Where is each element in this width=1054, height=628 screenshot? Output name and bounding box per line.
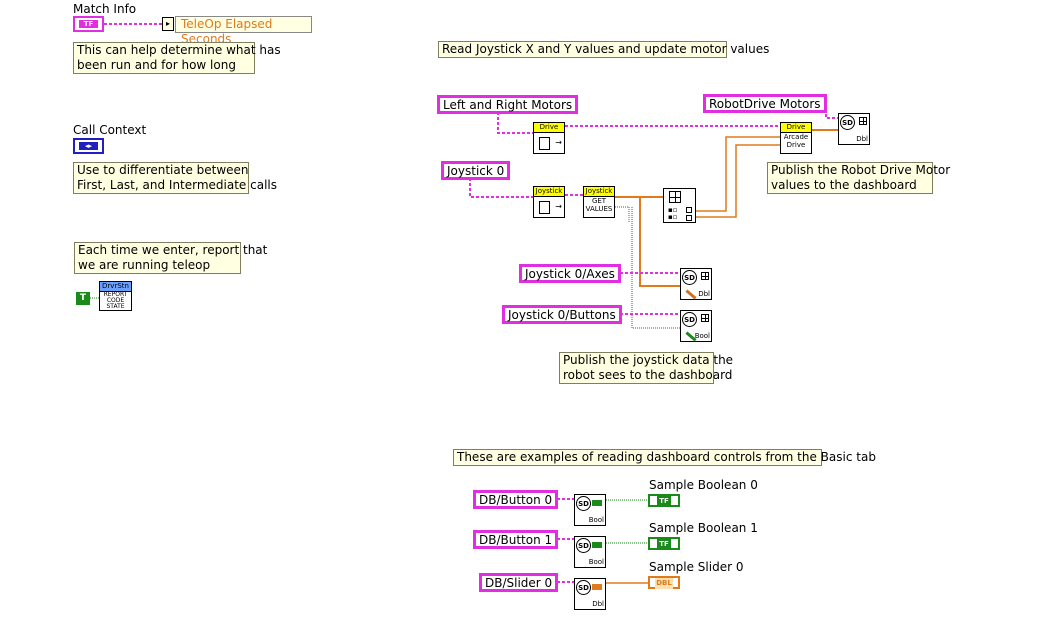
drvrstn-body: REPORT CODE STATE	[103, 291, 128, 310]
joystick-get-values-vi[interactable]: Joystick GET VALUES	[583, 186, 615, 218]
wire-y-axis	[696, 144, 780, 218]
sd-put-buttons-bool[interactable]: SD Bool	[680, 310, 712, 342]
joystick-get-values-body: GET VALUES	[585, 197, 613, 213]
sample-boolean0-indicator[interactable]: TF	[648, 494, 680, 507]
sample-boolean1-text: TF	[657, 539, 671, 550]
index-array-node[interactable]: ▪▫ ▪▫	[663, 188, 696, 223]
drive-get-vi[interactable]: Drive →	[533, 122, 565, 154]
sd-type-label: Bool	[588, 516, 604, 524]
sd-type-label: Bool	[694, 332, 710, 340]
call-context-label: Call Context	[73, 123, 147, 137]
joystick-get-vi[interactable]: Joystick →	[533, 186, 565, 218]
sd-icon: SD	[682, 270, 697, 285]
arrow-icon: →	[555, 202, 562, 211]
sd-icon: SD	[682, 312, 697, 327]
document-icon	[539, 201, 550, 214]
sd-put-drive-dbl[interactable]: SD Dbl	[838, 113, 870, 145]
enum-icon: ◂▸	[79, 142, 98, 150]
output-icon	[686, 207, 692, 213]
note-publish-drive: Publish the Robot Drive Motor values to …	[767, 162, 950, 194]
array-icon	[701, 272, 709, 280]
drive-get-header: Drive	[534, 123, 564, 133]
sd-type-label: Dbl	[698, 290, 710, 298]
sd-type-label: Dbl	[592, 600, 604, 608]
arrow-icon: →	[555, 138, 562, 147]
const-joystick0-buttons[interactable]: Joystick 0/Buttons	[502, 305, 622, 324]
index-terminal-icon: ▪▫	[668, 206, 678, 214]
array-icon	[701, 314, 709, 322]
sample-slider0-text: DBL	[655, 578, 673, 589]
output-icon	[686, 215, 692, 221]
note-publish-joystick: Publish the joystick data the robot sees…	[559, 352, 733, 384]
drvrstn-report-vi[interactable]: DrvrStn REPORT CODE STATE	[99, 281, 132, 311]
call-context-terminal[interactable]: ◂▸	[73, 138, 104, 154]
teleop-elapsed-seconds: TeleOp Elapsed Seconds	[175, 16, 312, 46]
pencil-icon	[685, 289, 697, 300]
sample-boolean1-label: Sample Boolean 1	[649, 521, 758, 535]
drvrstn-header: DrvrStn	[100, 282, 131, 292]
sample-slider0-label: Sample Slider 0	[649, 560, 744, 574]
joystick-get-header: Joystick	[534, 187, 564, 197]
note-report-teleop: Each time we enter, report that we are r…	[74, 242, 267, 274]
sample-boolean0-text: TF	[657, 496, 671, 507]
sample-boolean1-indicator[interactable]: TF	[648, 537, 680, 550]
note-match-info: This can help determine what has been ru…	[73, 42, 281, 74]
const-joystick0[interactable]: Joystick 0	[441, 161, 511, 180]
const-db-slider0[interactable]: DB/Slider 0	[479, 573, 559, 592]
unbundle-icon: ▸	[162, 17, 174, 31]
sd-get-button0-bool[interactable]: SD Bool	[574, 494, 606, 526]
note-dashboard-examples: These are examples of reading dashboard …	[453, 449, 876, 466]
joystick-get-values-header: Joystick	[584, 187, 614, 197]
sd-icon: SD	[840, 115, 855, 130]
wire-buttons-down	[631, 207, 680, 329]
array-icon	[859, 117, 867, 125]
sd-put-axes-dbl[interactable]: SD Dbl	[680, 268, 712, 300]
const-db-button1[interactable]: DB/Button 1	[473, 530, 559, 549]
wire-left-right-motors	[497, 112, 533, 134]
match-info-terminal[interactable]: TF	[73, 16, 104, 32]
sd-get-slider0-dbl[interactable]: SD Dbl	[574, 578, 606, 610]
wire-x-axis	[696, 136, 780, 212]
sd-get-button1-bool[interactable]: SD Bool	[574, 536, 606, 568]
note-read-joystick: Read Joystick X and Y values and update …	[438, 41, 769, 58]
true-constant[interactable]: T	[76, 292, 90, 305]
cluster-icon: TF	[79, 20, 98, 28]
const-db-button0[interactable]: DB/Button 0	[473, 490, 559, 509]
sd-icon: SD	[576, 538, 591, 553]
note-call-context: Use to differentiate between First, Last…	[73, 162, 277, 194]
sample-boolean0-label: Sample Boolean 0	[649, 478, 758, 492]
index-terminal-icon: ▪▫	[668, 213, 678, 221]
sample-slider0-indicator[interactable]: DBL	[648, 576, 680, 589]
sd-icon: SD	[576, 496, 591, 511]
wire-joystick0	[469, 178, 533, 198]
const-robotdrive-motors[interactable]: RobotDrive Motors	[703, 94, 827, 113]
bool-type-icon	[592, 542, 602, 548]
sd-type-label: Dbl	[856, 135, 868, 143]
sd-type-label: Bool	[588, 558, 604, 566]
wire-axes-array-down	[639, 197, 680, 287]
document-icon	[539, 137, 550, 150]
bool-type-icon	[592, 500, 602, 506]
arcade-drive-body: Arcade Drive	[783, 133, 809, 149]
arcade-drive-header: Drive	[781, 123, 811, 133]
array-icon	[669, 191, 681, 203]
sd-icon: SD	[576, 580, 591, 595]
arcade-drive-vi[interactable]: Drive Arcade Drive	[780, 122, 812, 154]
wire-buttons	[615, 206, 630, 222]
match-info-label: Match Info	[73, 2, 137, 16]
const-joystick0-axes[interactable]: Joystick 0/Axes	[519, 264, 621, 283]
dbl-type-icon	[592, 584, 602, 590]
const-left-right-motors[interactable]: Left and Right Motors	[437, 95, 579, 114]
